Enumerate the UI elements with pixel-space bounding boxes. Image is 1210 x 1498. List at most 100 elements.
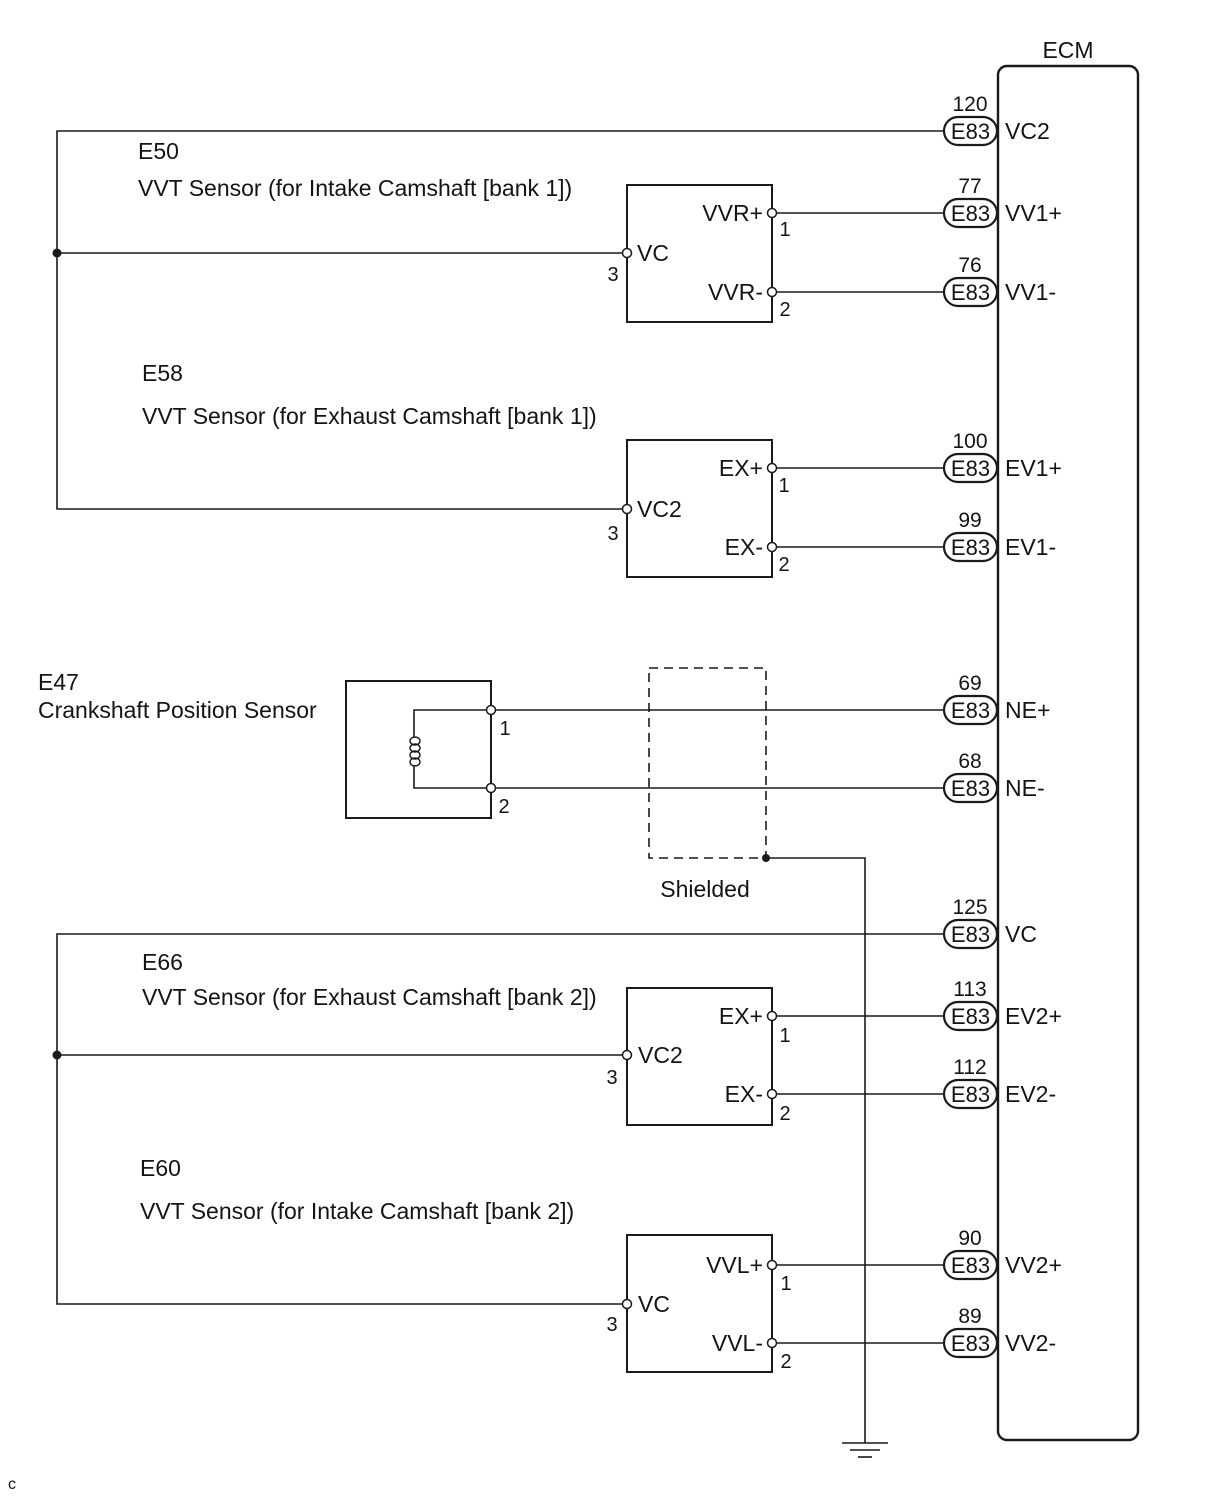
ecm-terminal-vv2-minus: 89 E83 VV2- <box>942 1305 1056 1359</box>
sensor-code: E66 <box>142 949 183 975</box>
sensor-name: VVT Sensor (for Intake Camshaft [bank 2]… <box>140 1198 574 1224</box>
terminal-pin-number: 112 <box>953 1056 986 1079</box>
ecm-terminal-ne-minus: 68 E83 NE- <box>942 750 1045 804</box>
shield-label: Shielded <box>660 876 750 902</box>
pin-terminal <box>485 782 497 794</box>
connector-code: E83 <box>951 119 990 144</box>
pin-label: VC <box>638 1291 670 1317</box>
sensor-box <box>345 680 492 819</box>
coil-lead <box>413 709 491 789</box>
terminal-signal-label: VV2+ <box>1005 1252 1062 1278</box>
pin-terminal <box>766 286 778 298</box>
ecm: ECM <box>996 37 1140 1442</box>
connector-code: E83 <box>951 1253 990 1278</box>
coil-loop <box>409 743 421 753</box>
sensor-name: VVT Sensor (for Exhaust Camshaft [bank 1… <box>142 403 597 429</box>
connector-pill <box>942 1249 999 1281</box>
connector-pill <box>942 1327 999 1359</box>
ecm-terminal-vv2-plus: 90 E83 VV2+ <box>942 1227 1062 1281</box>
pin-number: 3 <box>607 264 618 286</box>
sensor-code: E50 <box>138 138 179 164</box>
sensor-e58: E58 VVT Sensor (for Exhaust Camshaft [ba… <box>142 360 790 578</box>
sensor-code: E47 <box>38 669 79 695</box>
pin-label: EX+ <box>719 455 763 481</box>
pin-number: 2 <box>498 796 509 818</box>
terminal-pin-number: 113 <box>953 978 986 1001</box>
pin-terminal <box>485 704 497 716</box>
sensor-code: E58 <box>142 360 183 386</box>
sensor-name: VVT Sensor (for Intake Camshaft [bank 1]… <box>138 175 572 201</box>
pin-terminal <box>766 1088 778 1100</box>
connector-pill <box>942 197 999 229</box>
connector-pill <box>942 694 999 726</box>
connector-code: E83 <box>951 1004 990 1029</box>
connector-pill <box>942 918 999 950</box>
ecm-terminal-ev2-minus: 112 E83 EV2- <box>942 1056 1056 1110</box>
sensor-box <box>626 987 773 1126</box>
sensor-box <box>626 1234 773 1373</box>
terminal-signal-label: EV2- <box>1005 1081 1056 1107</box>
terminal-pin-number: 77 <box>958 175 981 198</box>
junction-dot <box>52 1050 62 1060</box>
terminal-pin-number: 69 <box>958 672 981 695</box>
junction-dot <box>52 248 62 258</box>
connector-pill <box>942 452 999 484</box>
connector-code: E83 <box>951 922 990 947</box>
sensor-box <box>626 184 773 323</box>
pin-number: 1 <box>779 1025 790 1047</box>
connector-code: E83 <box>951 201 990 226</box>
terminal-signal-label: VC2 <box>1005 118 1050 144</box>
ecm-terminal-vv1-plus: 77 E83 VV1+ <box>942 175 1062 229</box>
wire-vc2-supply-bank1 <box>56 130 944 510</box>
terminal-signal-label: NE- <box>1005 775 1045 801</box>
pin-terminal <box>621 1298 633 1310</box>
terminal-pin-number: 125 <box>952 896 987 919</box>
sensor-name: Crankshaft Position Sensor <box>38 697 317 723</box>
pin-number: 1 <box>499 718 510 740</box>
sensor-e50: E50 VVT Sensor (for Intake Camshaft [ban… <box>138 138 791 323</box>
pin-terminal <box>766 207 778 219</box>
connector-code: E83 <box>951 1331 990 1356</box>
terminal-pin-number: 90 <box>958 1227 981 1250</box>
ecm-terminals: 120 E83 VC2 77 E83 VV1+ 76 E83 VV1- 100 … <box>942 93 1062 1359</box>
pin-terminal <box>621 1049 633 1061</box>
pin-terminal <box>766 1010 778 1022</box>
shield-drain-dot <box>762 854 770 862</box>
pin-label: EX- <box>725 534 763 560</box>
terminal-signal-label: EV1+ <box>1005 455 1062 481</box>
pin-number: 1 <box>778 475 789 497</box>
pin-label: VVR- <box>708 279 763 305</box>
connector-code: E83 <box>951 1082 990 1107</box>
pickup-coil-icon <box>409 736 421 767</box>
sensor-code: E60 <box>140 1155 181 1181</box>
sensor-box <box>626 439 773 578</box>
connector-pill <box>942 276 999 308</box>
pin-number: 2 <box>780 1351 791 1373</box>
sensor-e47: E47 Crankshaft Position Sensor 1 2 <box>38 669 511 819</box>
pin-number: 2 <box>779 1103 790 1125</box>
connector-code: E83 <box>951 456 990 481</box>
connector-pill <box>942 115 999 147</box>
wire-vc-supply-bank2 <box>56 933 944 1305</box>
ecm-terminal-vv1-minus: 76 E83 VV1- <box>942 254 1056 308</box>
terminal-signal-label: VV1+ <box>1005 200 1062 226</box>
ecm-terminal-ne-plus: 69 E83 NE+ <box>942 672 1050 726</box>
corner-mark: c <box>8 1476 16 1493</box>
coil-loop <box>409 757 421 767</box>
pin-number: 3 <box>607 523 618 545</box>
pin-terminal <box>766 1337 778 1349</box>
connector-pill <box>942 1078 999 1110</box>
pin-terminal <box>766 541 778 553</box>
pin-number: 2 <box>779 299 790 321</box>
ecm-label: ECM <box>1042 37 1093 63</box>
pin-label: VC2 <box>637 496 682 522</box>
connector-pill <box>942 531 999 563</box>
shield: Shielded <box>648 667 770 902</box>
terminal-signal-label: NE+ <box>1005 697 1050 723</box>
terminal-pin-number: 68 <box>958 750 981 773</box>
pin-terminal <box>766 462 778 474</box>
coil-loop <box>409 750 421 760</box>
pin-label: EX+ <box>719 1003 763 1029</box>
pin-terminal <box>621 503 633 515</box>
